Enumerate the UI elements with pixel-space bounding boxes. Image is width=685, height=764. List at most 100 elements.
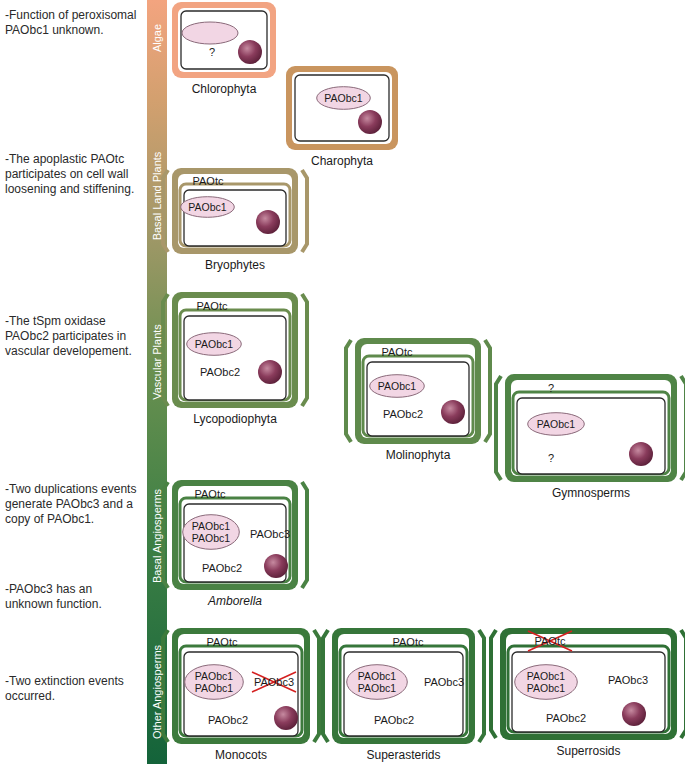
nucleus xyxy=(441,400,465,424)
neighbour-wall xyxy=(163,630,168,742)
taxon-name: Superasterids xyxy=(366,748,440,762)
enzyme-label: PAObc2 xyxy=(374,714,414,726)
enzyme-label: PAObc1 xyxy=(358,682,396,694)
neighbour-wall xyxy=(491,630,496,738)
cell-wall xyxy=(172,168,298,254)
cell-wall xyxy=(172,292,298,408)
neighbour-wall xyxy=(479,630,484,742)
peroxisome: PAObc1PAObc1 xyxy=(182,514,240,550)
enzyme-label: PAObc1 xyxy=(378,380,416,392)
apoplast xyxy=(338,634,469,738)
cell-wall xyxy=(286,66,398,150)
note-text: -Two extinction events occurred. xyxy=(5,674,141,704)
inner-wall xyxy=(513,392,669,474)
neighbour-wall xyxy=(163,294,168,406)
inner-wall xyxy=(180,646,302,736)
cell-diagram: Gymnosperms??PAObc1 xyxy=(505,374,677,504)
apoplast xyxy=(178,634,304,738)
neighbour-wall xyxy=(302,294,307,406)
enzyme-label: ? xyxy=(209,46,215,58)
peroxisome-shape xyxy=(181,197,235,218)
peroxisome: PAObc1 xyxy=(186,332,242,356)
lineage-label: Basal Land Plants xyxy=(151,152,163,241)
lineage-label: Basal Angiosperms xyxy=(151,489,163,583)
lineage-band xyxy=(147,0,167,764)
nucleus xyxy=(358,110,382,134)
lineage-label: Algae xyxy=(151,24,163,52)
enzyme-label: PAObc1 xyxy=(527,682,565,694)
note-text: -PAObc3 has an unknown function. xyxy=(5,582,141,612)
neighbour-wall xyxy=(302,170,307,252)
taxon-name: Amborella xyxy=(208,594,262,608)
note-text: -Function of peroxisomal PAObc1 unknown. xyxy=(5,8,141,38)
apoplast xyxy=(178,486,292,584)
enzyme-label: PAObc2 xyxy=(546,712,586,724)
apoplast xyxy=(178,8,270,72)
peroxisome-shape xyxy=(370,375,425,398)
lineage-label: Other Angiosperms xyxy=(151,645,163,739)
neighbour-wall xyxy=(496,376,501,480)
cell-diagram: Superrosids PAOtcPAObc3PAObc2 PAObc1PAObc1 xyxy=(500,628,677,762)
nucleus xyxy=(238,40,262,64)
enzyme-label: ? xyxy=(548,452,554,464)
inner-wall xyxy=(508,646,669,732)
plasma-membrane xyxy=(295,75,389,141)
taxon-name: Bryophytes xyxy=(205,258,265,272)
peroxisome-shape xyxy=(187,333,242,356)
peroxisome: PAObc1 xyxy=(527,412,585,436)
cell-wall xyxy=(505,374,677,482)
enzyme-label: PAObc3 xyxy=(608,674,648,686)
cell-wall xyxy=(172,628,310,744)
peroxisome: PAObc1 xyxy=(180,196,235,218)
enzyme-label: PAObc1 xyxy=(195,338,233,350)
lineage-label: Vascular Plants xyxy=(151,324,163,400)
apoplast xyxy=(292,72,392,144)
enzyme-label: PAOtc xyxy=(535,635,566,647)
enzyme-label: PAObc2 xyxy=(383,408,423,420)
cell-wall xyxy=(500,628,677,740)
enzyme-label: PAObc1 xyxy=(192,532,230,544)
enzyme-label: PAObc1 xyxy=(195,670,233,682)
extinction-cross xyxy=(252,672,296,692)
enzyme-label: PAObc1 xyxy=(537,418,575,430)
enzyme-label: PAObc1 xyxy=(192,520,230,532)
peroxisome: PAObc1 xyxy=(369,374,425,398)
enzyme-label: PAObc2 xyxy=(208,714,248,726)
apoplast xyxy=(511,380,671,476)
nucleus xyxy=(622,702,646,726)
neighbour-wall xyxy=(681,630,685,738)
enzyme-label: PAObc1 xyxy=(324,92,362,104)
enzyme-label: ? xyxy=(548,382,554,394)
cell-diagram: MonocotsPAOtcPAObc3PAObc2PAObc1PAObc1 xyxy=(172,628,310,764)
plasma-membrane xyxy=(344,652,463,736)
inner-wall xyxy=(180,184,290,246)
enzyme-label: PAObc3 xyxy=(424,676,464,688)
neighbour-wall xyxy=(485,340,490,442)
peroxisome-shape xyxy=(528,413,585,436)
nucleus xyxy=(629,442,653,466)
apoplast xyxy=(178,298,292,402)
cell-diagram: SuperasteridsPAOtcPAObc3PAObc2PAObc1PAOb… xyxy=(332,628,475,764)
peroxisome-shape xyxy=(185,665,244,700)
nucleus xyxy=(274,706,298,730)
cell-wall xyxy=(172,2,276,78)
inner-wall xyxy=(180,498,290,582)
cell-wall xyxy=(172,480,298,590)
peroxisome: PAObc1PAObc1 xyxy=(514,664,578,700)
apoplast xyxy=(178,174,292,248)
plasma-membrane xyxy=(184,652,298,736)
plasma-membrane xyxy=(367,362,469,436)
enzyme-label: PAOtc xyxy=(393,636,424,648)
taxon-name: Lycopodiophyta xyxy=(193,412,277,426)
peroxisome: PAObc1 xyxy=(316,86,371,110)
inner-wall xyxy=(180,310,290,400)
peroxisome xyxy=(182,22,238,44)
plasma-membrane xyxy=(181,11,267,69)
note-text: -The apoplastic PAOtc participates on ce… xyxy=(5,152,141,197)
note-text: -Two duplications events generate PAObc3… xyxy=(5,482,141,527)
nucleus xyxy=(256,210,280,234)
taxon-name: Superrosids xyxy=(556,744,620,758)
peroxisome-shape xyxy=(317,87,371,110)
enzyme-label: PAObc2 xyxy=(200,366,240,378)
extinction-cross xyxy=(528,631,572,651)
